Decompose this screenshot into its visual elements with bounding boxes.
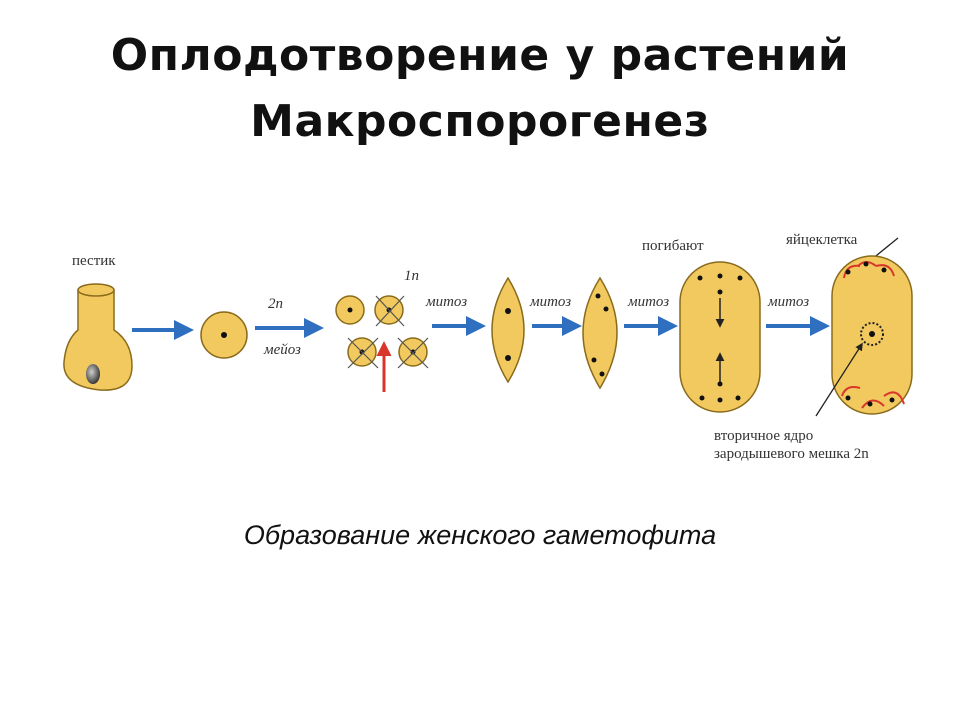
label-secondary-nucleus-line2: зародышевого мешка 2n — [714, 446, 869, 462]
label-2n: 2n — [268, 296, 283, 312]
secondary-nucleus-pointer — [815, 342, 863, 417]
pistil-figure — [63, 283, 133, 391]
label-egg-cell: яйцеклетка — [786, 232, 858, 248]
label-1n: 1n — [404, 268, 419, 284]
two-nucleate-cell — [491, 276, 525, 384]
title-line-2: Макроспорогенез — [250, 96, 710, 147]
label-mitosis-1: митоз — [425, 294, 467, 310]
label-secondary-nucleus-line1: вторичное ядро — [714, 428, 813, 444]
ovule-icon — [86, 364, 100, 384]
eight-nucleate-cell — [679, 261, 761, 413]
label-mitosis-4: митоз — [767, 294, 809, 310]
pistil-top — [77, 283, 115, 297]
pistil-shape — [63, 289, 133, 391]
embryo-sac — [831, 255, 913, 415]
label-pistil: пестик — [72, 253, 116, 269]
label-meiosis: мейоз — [263, 342, 301, 358]
title-line-1: Оплодотворение у растений — [110, 30, 850, 81]
label-mitosis-3: митоз — [627, 294, 669, 310]
mother-cell — [200, 311, 248, 359]
label-die: погибают — [642, 238, 704, 254]
four-nucleate-cell — [582, 276, 618, 390]
label-mitosis-2: митоз — [529, 294, 571, 310]
megaspore-tetrad — [335, 295, 429, 369]
caption: Образование женского гаметофита — [243, 520, 717, 550]
